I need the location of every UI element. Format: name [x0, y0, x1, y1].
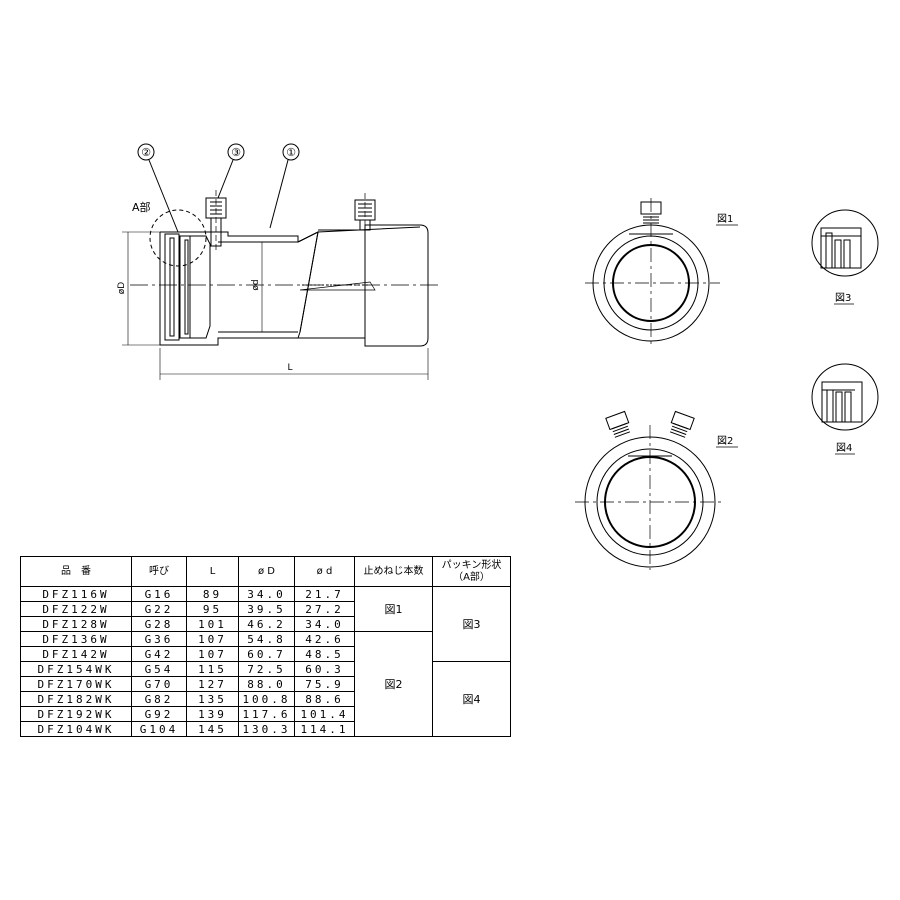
screw-right	[354, 193, 376, 235]
cell-part-no: DFZ192WK	[20, 706, 132, 722]
header-D: ø D	[238, 556, 295, 587]
cell-D: 34.0	[238, 586, 295, 602]
dim-L-label: L	[287, 363, 292, 373]
cell-part-no: DFZ122W	[20, 601, 132, 617]
cell-d: 101.4	[294, 706, 355, 722]
cell-packing-fig3: 図3	[432, 586, 511, 662]
cell-L: 107	[186, 646, 239, 662]
header-size: 呼び	[131, 556, 187, 587]
header-part-no: 品 番	[20, 556, 132, 587]
cell-size: G28	[131, 616, 187, 632]
cell-d: 27.2	[294, 601, 355, 617]
cell-d: 48.5	[294, 646, 355, 662]
cell-screws-fig1: 図1	[354, 586, 433, 632]
cell-part-no: DFZ116W	[20, 586, 132, 602]
cell-L: 107	[186, 631, 239, 647]
header-packing-line2: （A部）	[453, 571, 490, 583]
callout-2: ②	[141, 146, 151, 159]
side-view	[122, 143, 440, 380]
table-row: DFZ136W G36 107 54.8 42.6 図2	[20, 631, 511, 737]
fig3-label: 図3	[835, 292, 851, 304]
cell-D: 60.7	[238, 646, 295, 662]
callout-3: ③	[231, 146, 241, 159]
cell-L: 101	[186, 616, 239, 632]
cell-size: G104	[131, 721, 187, 737]
cell-size: G36	[131, 631, 187, 647]
cell-L: 135	[186, 691, 239, 707]
fig1-label: 図1	[717, 213, 733, 225]
cell-D: 100.8	[238, 691, 295, 707]
figure-4-detail	[811, 363, 879, 431]
cell-part-no: DFZ104WK	[20, 721, 132, 737]
table-row: DFZ182WK G82 135 100.8 88.6	[20, 691, 511, 707]
cell-size: G82	[131, 691, 187, 707]
table-row: DFZ154WK G54 115 72.5 60.3 図4	[20, 661, 511, 737]
cell-D: 72.5	[238, 661, 295, 677]
cell-D: 88.0	[238, 676, 295, 692]
header-screws: 止めねじ本数	[354, 556, 433, 587]
cell-D: 117.6	[238, 706, 295, 722]
cell-D: 39.5	[238, 601, 295, 617]
part-a-label: A部	[132, 200, 151, 214]
cell-size: G54	[131, 661, 187, 677]
detail-a-circle	[149, 209, 207, 267]
cell-part-no: DFZ154WK	[20, 661, 132, 677]
header-d: ø d	[294, 556, 355, 587]
header-packing-line1: パッキン形状	[441, 559, 502, 571]
fig4-label: 図4	[836, 442, 852, 454]
dim-D-label: øD	[117, 282, 127, 295]
figure-2-view	[575, 410, 725, 570]
cell-part-no: DFZ142W	[20, 646, 132, 662]
cell-L: 89	[186, 586, 239, 602]
cell-D: 46.2	[238, 616, 295, 632]
cell-part-no: DFZ136W	[20, 631, 132, 647]
cell-L: 145	[186, 721, 239, 737]
fig2-label: 図2	[717, 435, 733, 447]
cell-d: 60.3	[294, 661, 355, 677]
table-row: DFZ122W G22 95 39.5 27.2	[20, 601, 511, 617]
cell-size: G42	[131, 646, 187, 662]
figure-1-view	[585, 198, 720, 345]
callout-1: ①	[286, 146, 296, 159]
cell-D: 130.3	[238, 721, 295, 737]
table-row: DFZ104WK G104 145 130.3 114.1	[20, 721, 511, 737]
cell-size: G70	[131, 676, 187, 692]
cell-d: 114.1	[294, 721, 355, 737]
table-row: DFZ116W G16 89 34.0 21.7 図1 図3	[20, 586, 511, 662]
cell-size: G16	[131, 586, 187, 602]
figure-3-detail	[811, 209, 879, 277]
cell-packing-fig4: 図4	[432, 661, 511, 737]
cell-L: 95	[186, 601, 239, 617]
spec-table: 品 番 呼び L ø D ø d 止めねじ本数 パッキン形状 （A部） DFZ1…	[20, 556, 511, 737]
cell-L: 115	[186, 661, 239, 677]
cell-d: 34.0	[294, 616, 355, 632]
cell-d: 88.6	[294, 691, 355, 707]
header-L: L	[186, 556, 239, 587]
header-packing: パッキン形状 （A部）	[432, 556, 511, 587]
cell-part-no: DFZ170WK	[20, 676, 132, 692]
cell-d: 21.7	[294, 586, 355, 602]
screw-left	[205, 190, 227, 252]
cell-d: 42.6	[294, 631, 355, 647]
cell-d: 75.9	[294, 676, 355, 692]
cell-part-no: DFZ128W	[20, 616, 132, 632]
cell-size: G22	[131, 601, 187, 617]
table-row: DFZ128W G28 101 46.2 34.0	[20, 616, 511, 632]
cell-L: 139	[186, 706, 239, 722]
cell-part-no: DFZ182WK	[20, 691, 132, 707]
cell-screws-fig2: 図2	[354, 631, 433, 737]
table-row: DFZ170WK G70 127 88.0 75.9	[20, 676, 511, 692]
dim-d-label: ød	[251, 279, 261, 290]
cell-size: G92	[131, 706, 187, 722]
table-header-row: 品 番 呼び L ø D ø d 止めねじ本数 パッキン形状 （A部）	[20, 556, 511, 587]
cell-D: 54.8	[238, 631, 295, 647]
cell-L: 127	[186, 676, 239, 692]
